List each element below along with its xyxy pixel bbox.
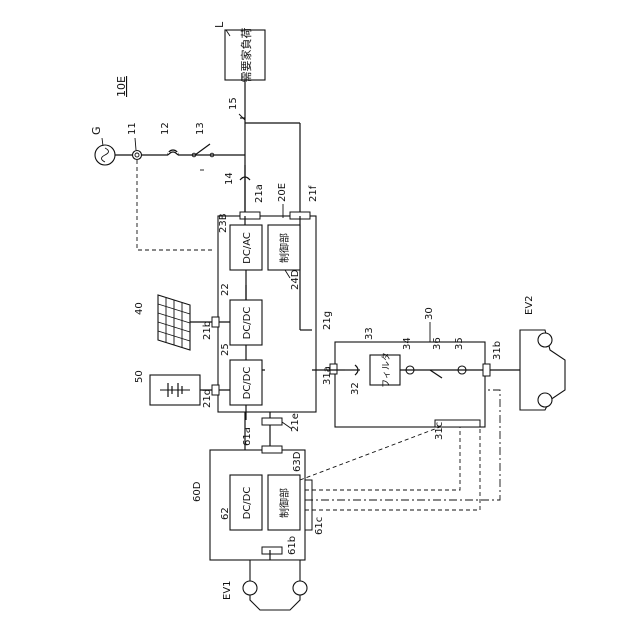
label-32: 32 [350, 382, 361, 395]
control-20-label: 制御部 [278, 233, 291, 263]
label-60D: 60D [192, 481, 203, 502]
label-36: 36 [432, 337, 443, 350]
label-EV1: EV1 [222, 580, 233, 600]
label-35: 35 [454, 337, 465, 350]
label-31b: 31b [492, 341, 503, 360]
label-24D: 24D [290, 269, 301, 290]
label-61a: 61a [242, 427, 253, 446]
connector-21a [240, 212, 260, 219]
label-25: 25 [220, 343, 231, 356]
label-23B: 23B [218, 213, 229, 233]
label-21g: 21g [322, 311, 333, 330]
label-40: 40 [134, 302, 145, 315]
label-21d: 21d [202, 389, 213, 408]
connector-21e [262, 418, 282, 425]
demand-load-label: 需要家負荷 [239, 28, 253, 83]
label-22: 22 [220, 283, 231, 296]
label-12: 12 [160, 122, 171, 135]
switch-13 [195, 144, 210, 155]
label-EV2: EV2 [524, 295, 535, 315]
dcac-label: DC/AC [242, 232, 253, 264]
connector-31b [483, 364, 490, 376]
label-G: G [90, 126, 103, 135]
label-20E: 20E [277, 183, 288, 202]
connector-61c [305, 480, 312, 530]
figure-label: 10E [115, 76, 128, 97]
label-11: 11 [127, 122, 138, 135]
connector-21d [212, 385, 219, 395]
label-61b: 61b [287, 536, 298, 555]
dcdc-62-label: DC/DC [242, 487, 253, 520]
ev2-car [520, 330, 565, 410]
label-30: 30 [424, 307, 435, 320]
connector-61b [262, 547, 282, 554]
label-62: 62 [220, 507, 231, 520]
label-L: L [213, 21, 226, 28]
label-14: 14 [224, 172, 235, 185]
label-31c: 31c [434, 422, 445, 440]
filter-label: フィルタ [381, 352, 392, 388]
connector-61a [262, 446, 282, 453]
solar-panel-40 [158, 295, 190, 350]
dcdc-25-label: DC/DC [242, 367, 253, 400]
label-33: 33 [364, 327, 375, 340]
label-13: 13 [195, 122, 206, 135]
connector-21b [212, 317, 219, 327]
label-34: 34 [402, 337, 413, 350]
ev1-car [243, 560, 307, 610]
label-15: 15 [228, 97, 239, 110]
label-31a: 31a [322, 366, 333, 385]
meter-11 [133, 151, 142, 160]
label-21a: 21a [254, 184, 265, 203]
label-21b: 21b [202, 321, 213, 340]
label-50: 50 [134, 370, 145, 383]
label-61c: 61c [314, 517, 325, 535]
label-21f: 21f [308, 185, 319, 202]
label-63D: 63D [292, 451, 303, 472]
control-60-label: 制御部 [278, 488, 291, 518]
dcdc-22-label: DC/DC [242, 307, 253, 340]
